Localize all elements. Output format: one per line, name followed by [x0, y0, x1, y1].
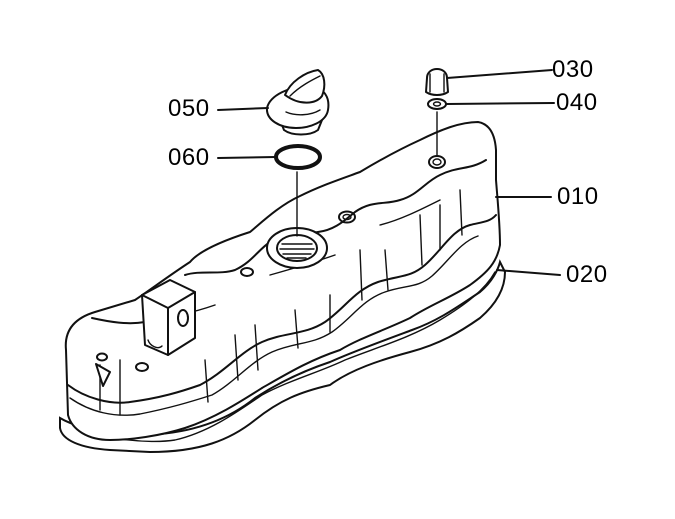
leader-060: [217, 156, 277, 159]
leader-030: [446, 69, 553, 79]
part-label-020: 020: [566, 261, 608, 288]
part-label-030: 030: [552, 56, 594, 83]
washer: [427, 98, 447, 110]
o-ring: [274, 144, 322, 170]
part-label-060: 060: [168, 144, 210, 171]
part-label-010: 010: [557, 183, 599, 210]
part-label-050: 050: [168, 95, 210, 122]
leader-050: [217, 107, 269, 111]
leader-020: [496, 269, 561, 276]
valve-cover: [64, 121, 501, 441]
part-label-040: 040: [556, 89, 598, 116]
filler-cap: [265, 69, 330, 136]
cap-nut: [425, 68, 449, 96]
leader-040: [446, 102, 555, 105]
